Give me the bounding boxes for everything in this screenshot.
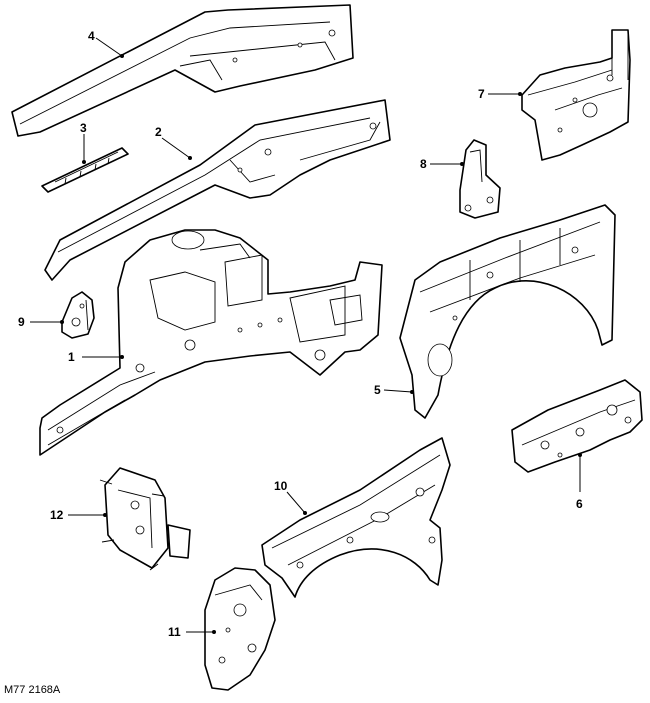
callout-5: 5 — [374, 383, 381, 397]
callout-8: 8 — [420, 157, 427, 171]
drawing-reference-number: M77 2168A — [4, 684, 61, 696]
callout-11: 11 — [168, 625, 181, 639]
callout-12: 12 — [50, 508, 64, 522]
leader-dot-6 — [578, 453, 582, 457]
callout-labels: 1 2 3 4 5 6 7 8 9 10 11 12 — [18, 29, 583, 639]
part-4-upper-rail — [11, 4, 354, 137]
part-10-outer-panel — [261, 437, 451, 598]
leader-dot-3 — [82, 160, 86, 164]
part-8-bracket — [459, 139, 501, 219]
leader-dot-1 — [120, 355, 124, 359]
part-6-inner-arch — [511, 379, 643, 473]
leader-dot-2 — [188, 156, 192, 160]
part-12-stud-bracket — [99, 467, 191, 571]
callout-6: 6 — [576, 497, 583, 511]
part-9-bracket — [61, 291, 95, 339]
leader-dot-11 — [212, 630, 216, 634]
part-7-corner-panel — [521, 29, 631, 161]
part-3-strip — [41, 147, 129, 193]
callout-2: 2 — [155, 125, 162, 139]
leader-10 — [286, 491, 306, 514]
leader-lines — [30, 37, 582, 634]
part-11-lower-panel — [204, 567, 276, 691]
leader-4 — [95, 37, 123, 57]
leader-dot-5 — [410, 390, 414, 394]
leader-5 — [383, 389, 413, 393]
leader-dot-4 — [120, 54, 124, 58]
callout-1: 1 — [68, 350, 75, 364]
callout-10: 10 — [274, 479, 288, 493]
leader-dot-12 — [103, 513, 107, 517]
callout-4: 4 — [88, 29, 95, 43]
leader-dot-9 — [60, 320, 64, 324]
callout-3: 3 — [80, 121, 87, 135]
leader-dot-7 — [518, 92, 522, 96]
callout-7: 7 — [478, 87, 485, 101]
leader-dot-10 — [303, 511, 307, 515]
callout-9: 9 — [18, 315, 25, 329]
leader-2 — [161, 137, 191, 159]
leader-dot-8 — [460, 162, 464, 166]
part-2-middle-rail — [44, 99, 391, 281]
part-5-wing-panel — [399, 204, 616, 419]
part-1-chassis-front — [39, 229, 383, 456]
